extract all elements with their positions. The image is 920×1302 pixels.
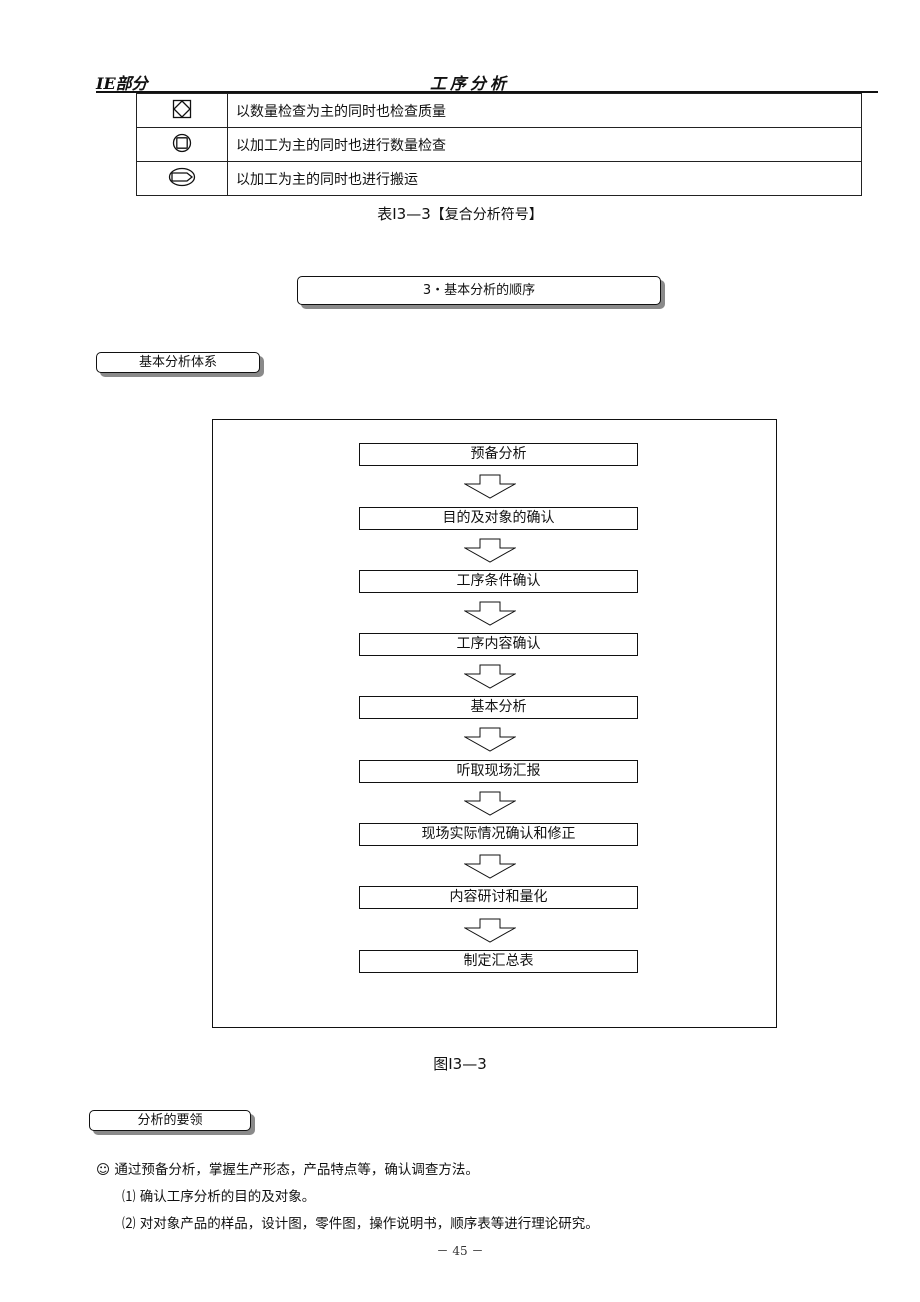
flowchart-frame: [212, 419, 777, 1028]
table-caption-label: 表I3—3: [377, 205, 431, 223]
down-arrow-icon: [464, 791, 516, 816]
symbol-table: 以数量检查为主的同时也检查质量 以加工为主的同时也进行数量检查 以加工为主的同时…: [136, 93, 862, 196]
header-department: IE部分: [96, 74, 148, 93]
symbol-description: 以加工为主的同时也进行数量检查: [227, 127, 862, 162]
symbol-cell: [136, 161, 228, 196]
table-row: 以加工为主的同时也进行搬运: [136, 161, 862, 196]
symbol-description: 以数量检查为主的同时也检查质量: [227, 93, 862, 128]
table-row: 以加工为主的同时也进行数量检查: [136, 127, 862, 162]
table-row: 以数量检查为主的同时也检查质量: [136, 93, 862, 128]
down-arrow-icon: [464, 918, 516, 943]
flow-step: 内容研讨和量化: [359, 886, 638, 909]
flow-step: 工序条件确认: [359, 570, 638, 593]
arrow-in-circle-icon: [168, 167, 196, 186]
symbol-cell: [136, 127, 228, 162]
down-arrow-icon: [464, 727, 516, 752]
symbol-cell: [136, 93, 228, 128]
body-paragraph: ☺ 通过预备分析，掌握生产形态，产品特点等，确认调查方法。: [96, 1162, 479, 1178]
table-caption-name: 【复合分析符号】: [430, 207, 543, 223]
flow-step: 制定汇总表: [359, 950, 638, 973]
page-number: － 45 －: [436, 1244, 484, 1258]
symbol-description: 以加工为主的同时也进行搬运: [227, 161, 862, 196]
body-list-item: ⑴ 确认工序分析的目的及对象。: [122, 1189, 316, 1205]
header-divider: [96, 91, 878, 93]
flow-step: 基本分析: [359, 696, 638, 719]
down-arrow-icon: [464, 601, 516, 626]
down-arrow-icon: [464, 664, 516, 689]
diamond-in-square-icon: [172, 99, 192, 118]
header-title: 工序分析: [430, 74, 511, 93]
section-title: 3・基本分析的顺序: [297, 276, 661, 305]
down-arrow-icon: [464, 474, 516, 499]
flow-step: 听取现场汇报: [359, 760, 638, 783]
flow-step: 目的及对象的确认: [359, 507, 638, 530]
subsection-tag-points: 分析的要领: [89, 1110, 251, 1131]
down-arrow-icon: [464, 854, 516, 879]
body-list-item: ⑵ 对对象产品的样品，设计图，零件图，操作说明书，顺序表等进行理论研究。: [122, 1216, 599, 1232]
flow-step: 工序内容确认: [359, 633, 638, 656]
subsection-tag-system: 基本分析体系: [96, 352, 260, 373]
flow-step: 现场实际情况确认和修正: [359, 823, 638, 846]
table-caption: 表I3—3【复合分析符号】: [0, 203, 920, 224]
down-arrow-icon: [464, 538, 516, 563]
square-in-circle-icon: [172, 133, 192, 152]
figure-caption: 图I3—3: [433, 1055, 487, 1073]
flow-step: 预备分析: [359, 443, 638, 466]
